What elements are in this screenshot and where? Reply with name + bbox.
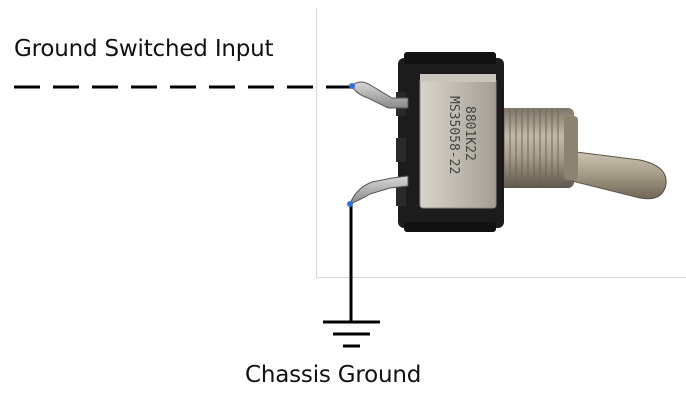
toggle-switch: MS35058-22 8801K22 [347, 52, 667, 232]
chassis-ground-label: Chassis Ground [245, 362, 422, 388]
toggle-lever [559, 149, 667, 200]
switch-marking-2: 8801K22 [462, 106, 477, 161]
threaded-bushing [496, 108, 574, 188]
chassis-ground-symbol [323, 320, 380, 348]
top-terminal [349, 81, 409, 109]
bottom-terminal [347, 175, 409, 207]
switch-marking-1: MS35058-22 [446, 96, 461, 174]
photo-frame [316, 8, 686, 278]
ground-switched-input-label: Ground Switched Input [14, 36, 274, 62]
